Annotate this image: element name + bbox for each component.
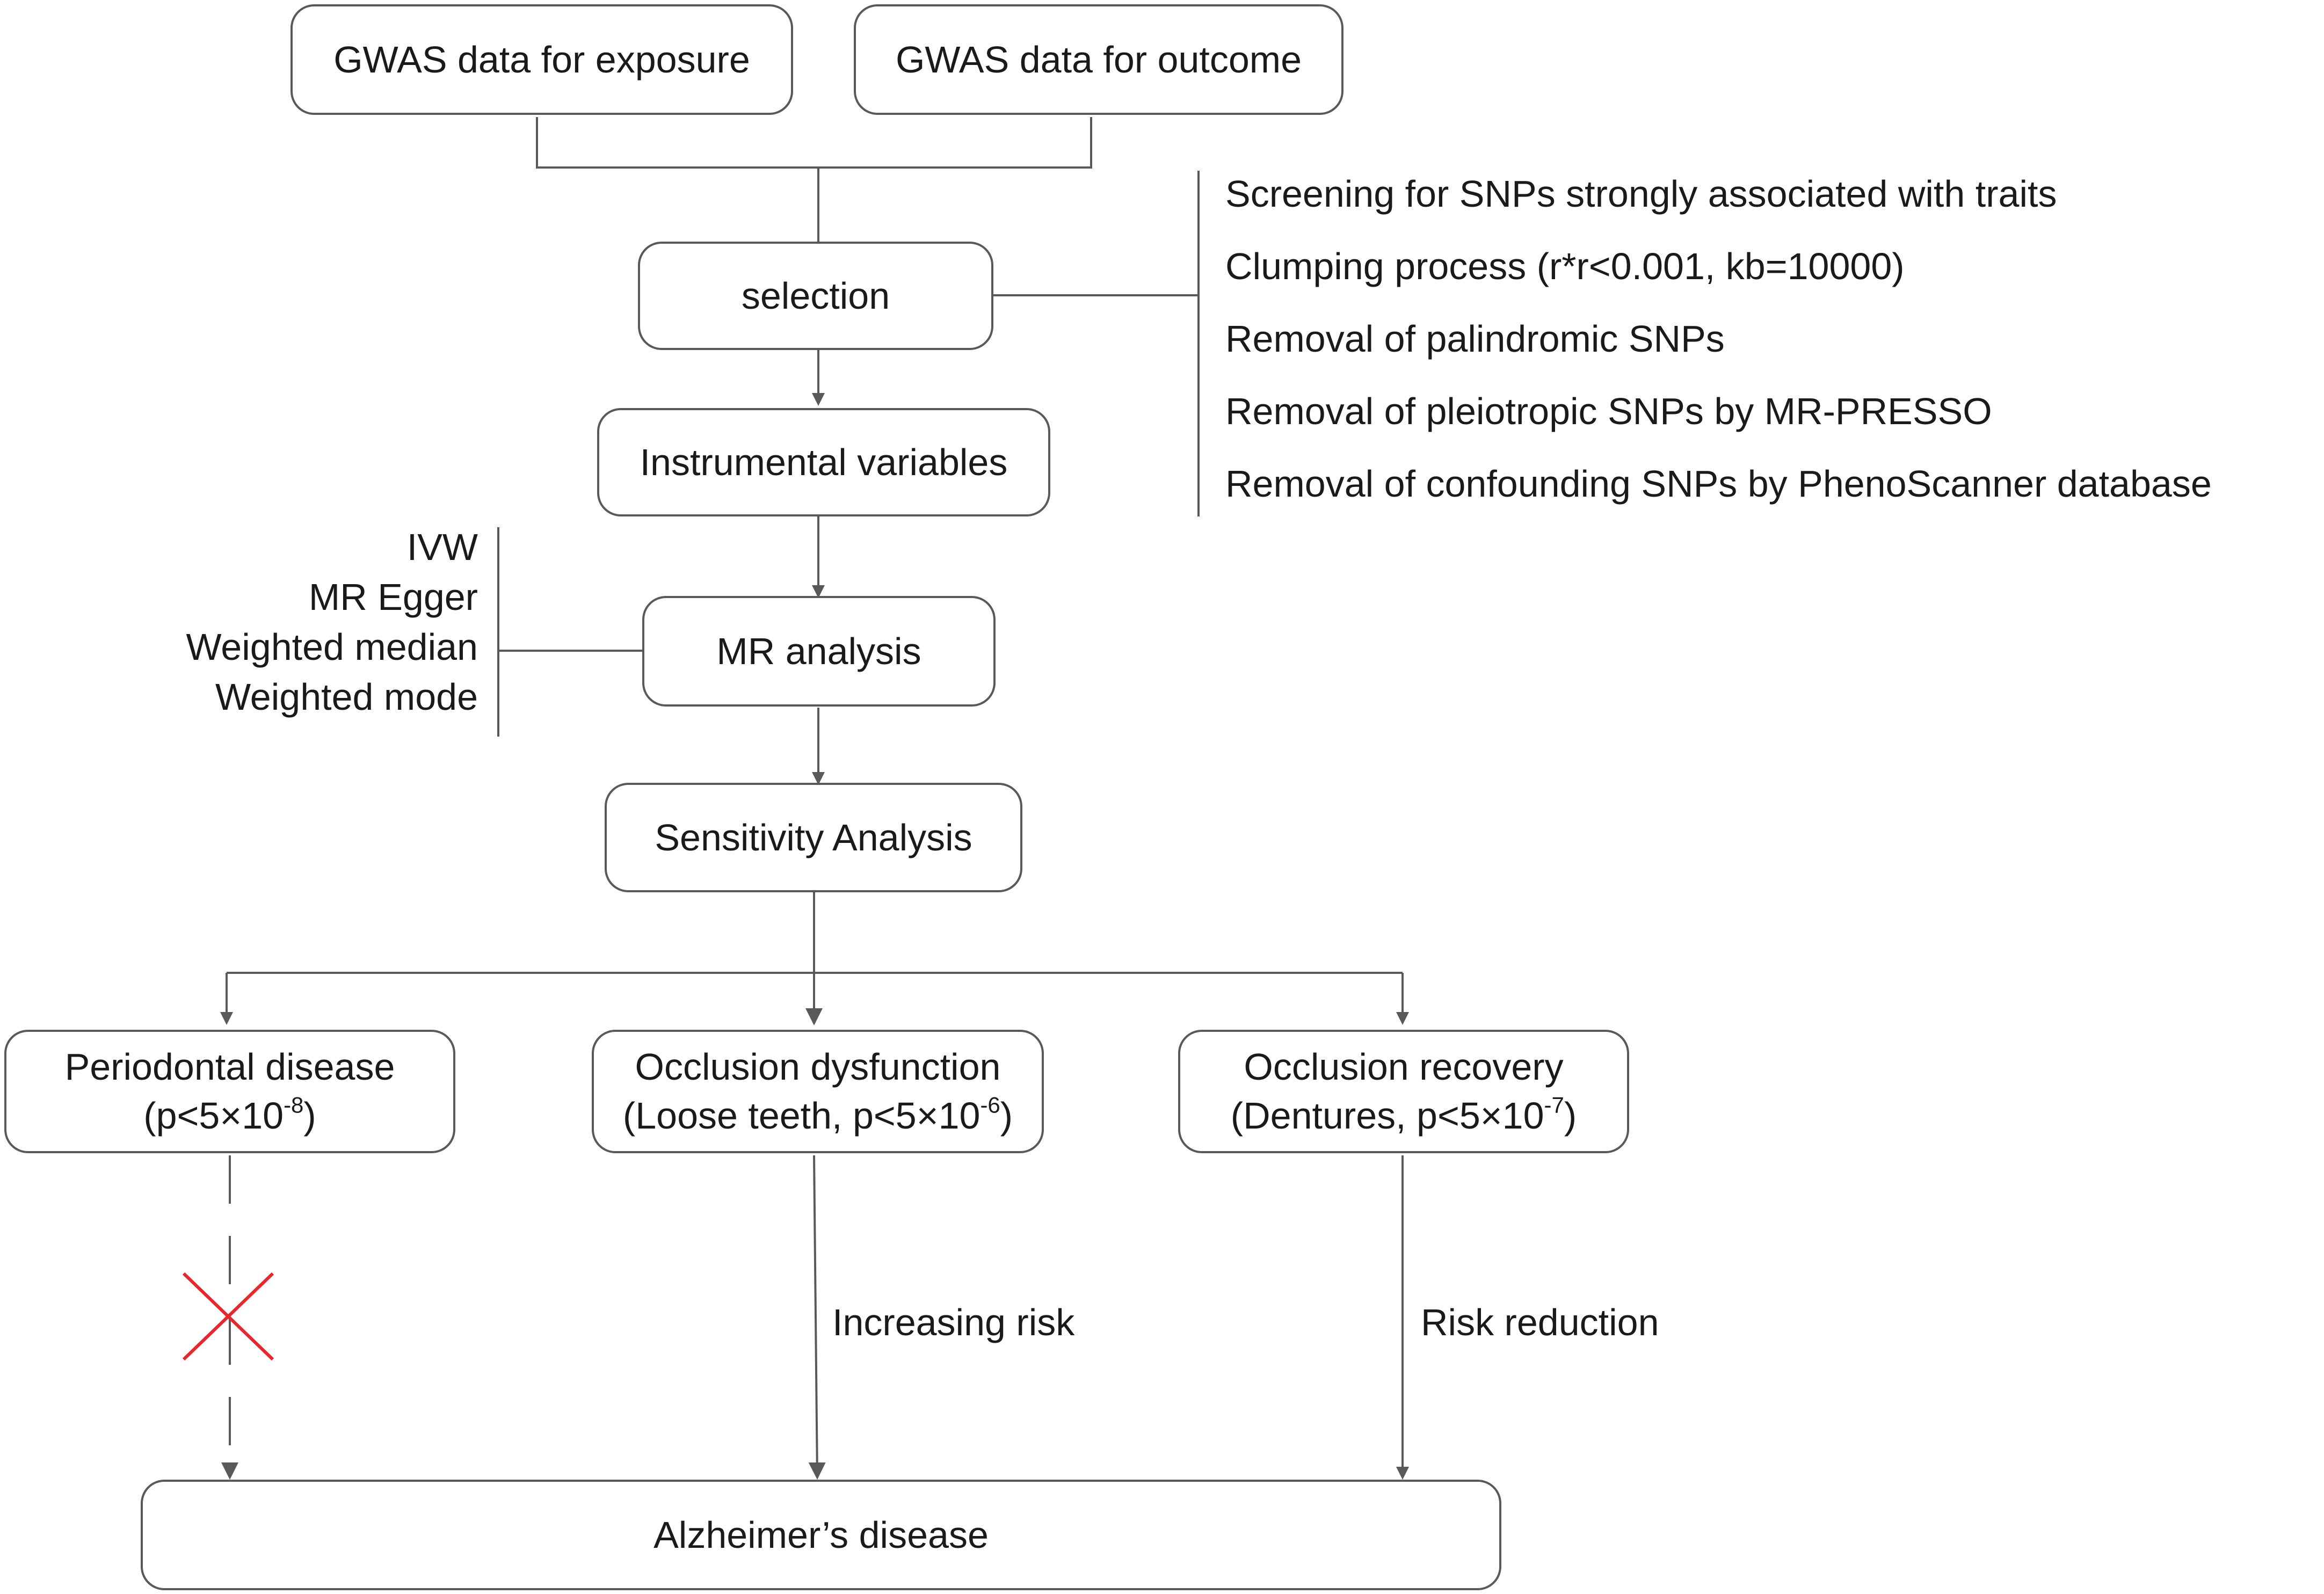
recovery-line1: Occlusion recovery	[1244, 1046, 1564, 1088]
recovery-line2: (Dentures, p<5×10-7)	[1230, 1092, 1577, 1137]
edge-label-risk-reduction: Risk reduction	[1421, 1301, 1659, 1343]
arrow-dysfunction-to-ad	[808, 1155, 826, 1480]
node-gwas-outcome: GWAS data for outcome	[854, 4, 1343, 115]
no-effect-cross-icon	[182, 1272, 274, 1361]
node-gwas-exposure: GWAS data for exposure	[290, 4, 793, 115]
selection-step: Removal of confounding SNPs by PhenoScan…	[1225, 463, 2212, 505]
node-mr-analysis-label: MR analysis	[716, 630, 921, 672]
node-occlusion-recovery: Occlusion recovery (Dentures, p<5×10-7)	[1178, 1030, 1629, 1153]
node-alzheimers-disease-label: Alzheimer’s disease	[653, 1513, 989, 1556]
dysfunction-line1: Occlusion dysfunction	[635, 1046, 1001, 1088]
selection-step: Removal of pleiotropic SNPs by MR-PRESSO	[1225, 390, 1992, 432]
mr-method: Weighted median	[186, 626, 478, 668]
periodontal-line1: Periodontal disease	[64, 1046, 395, 1088]
node-alzheimers-disease: Alzheimer’s disease	[141, 1480, 1501, 1590]
edge-label-increasing-risk: Increasing risk	[832, 1301, 1075, 1343]
node-mr-analysis: MR analysis	[642, 596, 996, 707]
node-instrumental-variables: Instrumental variables	[597, 408, 1050, 516]
mr-method: MR Egger	[308, 576, 478, 618]
node-selection: selection	[638, 242, 993, 350]
selection-step: Screening for SNPs strongly associated w…	[1225, 173, 2057, 215]
node-instrumental-variables-label: Instrumental variables	[640, 441, 1008, 483]
merge-connector	[536, 117, 1092, 169]
mr-method: IVW	[406, 526, 478, 568]
node-periodontal-disease: Periodontal disease (p<5×10-8)	[4, 1030, 455, 1153]
selection-step: Removal of palindromic SNPs	[1225, 318, 1725, 360]
dysfunction-line2: (Loose teeth, p<5×10-6)	[622, 1092, 1013, 1137]
mr-method: Weighted mode	[215, 676, 478, 718]
periodontal-line2: (p<5×10-8)	[143, 1092, 316, 1137]
node-occlusion-dysfunction: Occlusion dysfunction (Loose teeth, p<5×…	[592, 1030, 1044, 1153]
node-gwas-exposure-label: GWAS data for exposure	[333, 38, 750, 81]
selection-step: Clumping process (r*r<0.001, kb=10000)	[1225, 245, 1905, 287]
node-sensitivity-analysis-label: Sensitivity Analysis	[655, 816, 972, 858]
node-sensitivity-analysis: Sensitivity Analysis	[605, 783, 1022, 892]
node-selection-label: selection	[741, 274, 890, 317]
node-gwas-outcome-label: GWAS data for outcome	[895, 38, 1302, 81]
